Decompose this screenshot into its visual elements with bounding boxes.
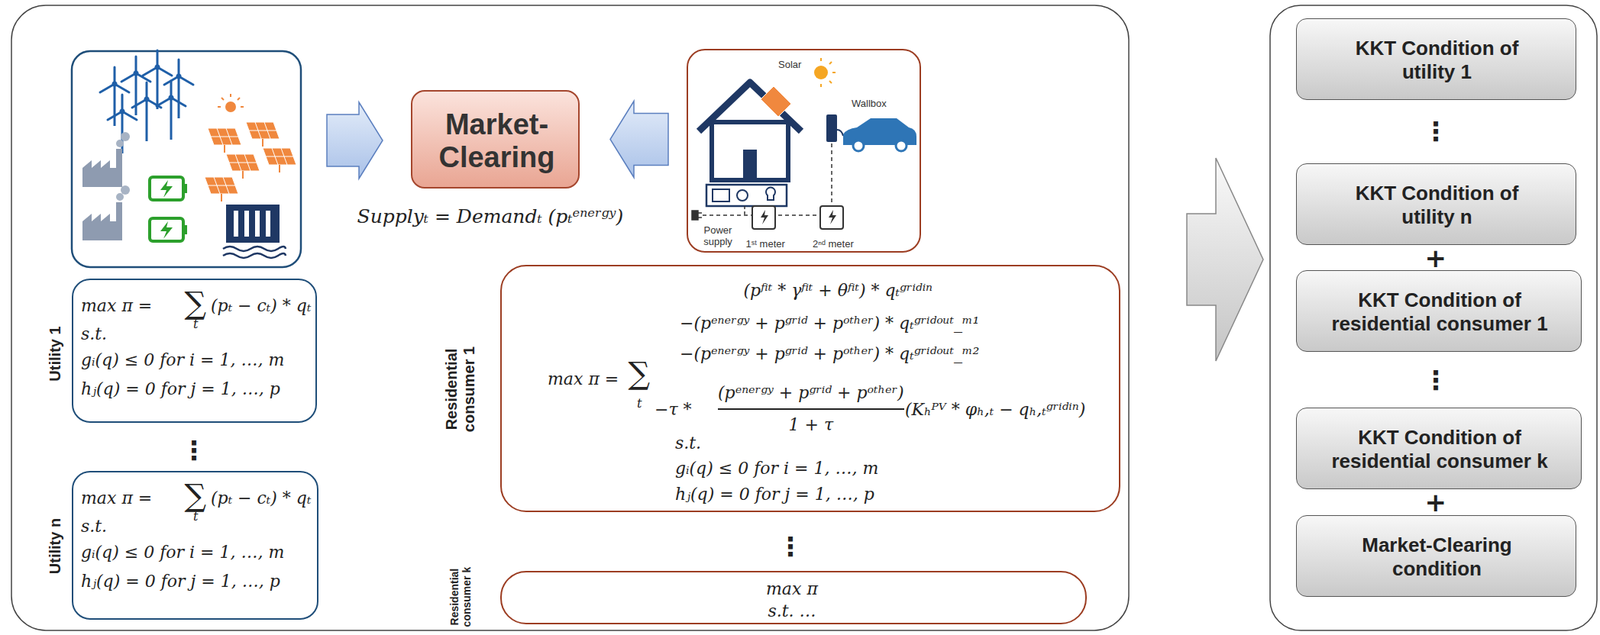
fraction-bar bbox=[717, 408, 905, 411]
house-illustration bbox=[691, 58, 917, 230]
box-title: KKT Condition of utility n bbox=[1338, 181, 1537, 229]
ellipsis: ⋮ bbox=[1422, 118, 1449, 145]
plus-sign: + bbox=[1425, 245, 1448, 272]
formula: s.t. bbox=[675, 433, 702, 453]
formula: (pᶠⁱᵗ * γᶠⁱᵗ + θᶠⁱᵗ) * qₜᵍʳⁱᵈⁱⁿ bbox=[743, 281, 933, 301]
formula: hⱼ(q) = 0 for j = 1, …, p bbox=[80, 379, 281, 399]
icon-label: 1ˢᵗ meter bbox=[746, 239, 786, 251]
formula: (Kₕᴾⱽ * φₕ,ₜ − qₕ,ₜᵍʳⁱᵈⁱⁿ) bbox=[905, 400, 1086, 420]
formula: s.t. bbox=[80, 517, 107, 537]
utility-box: Utility nmax π =∑t(pₜ − cₜ) * qₜs.t.gᵢ(q… bbox=[71, 471, 319, 621]
sum-sign: ∑ bbox=[184, 287, 207, 319]
formula: max π = bbox=[80, 296, 152, 316]
fraction-denominator: 1 + τ bbox=[788, 415, 834, 435]
kkt-box: KKT Condition of utility n bbox=[1296, 163, 1577, 246]
box-title: Market-Clearing bbox=[424, 108, 570, 174]
fraction-numerator: (pᵉⁿᵉʳᵍʸ + pᵍʳⁱᵈ + pᵒᵗʰᵉʳ) bbox=[717, 383, 905, 403]
formula: gᵢ(q) ≤ 0 for i = 1, …, m bbox=[80, 543, 285, 563]
ellipsis: ⋮ bbox=[777, 533, 804, 560]
formula: −τ * bbox=[654, 400, 692, 420]
sum-index: t bbox=[636, 397, 642, 411]
plus-sign: + bbox=[1425, 489, 1448, 516]
formula: gᵢ(q) ≤ 0 for i = 1, …, m bbox=[80, 350, 285, 370]
block-arrow bbox=[610, 101, 669, 178]
formula: hⱼ(q) = 0 for j = 1, …, p bbox=[80, 572, 281, 592]
utility-box: Utility 1max π =∑t(pₜ − cₜ) * qₜs.t.gᵢ(q… bbox=[71, 278, 317, 424]
side-label: Utility n bbox=[46, 484, 65, 608]
sum-sign: ∑ bbox=[628, 358, 651, 389]
kkt-box: KKT Condition of utility 1 bbox=[1296, 18, 1577, 101]
block-arrow bbox=[326, 102, 383, 179]
sum-sign: ∑ bbox=[184, 480, 207, 511]
equation-label: Supplyₜ = Demandₜ (pₜᵉⁿᵉʳᵍʸ) bbox=[357, 206, 624, 227]
formula: s.t. … bbox=[768, 601, 817, 621]
formula: hⱼ(q) = 0 for j = 1, …, p bbox=[675, 484, 875, 505]
box-title: KKT Condition of utility 1 bbox=[1338, 36, 1537, 84]
sum-index: t bbox=[193, 510, 198, 524]
icon-label: Solar bbox=[778, 59, 802, 72]
household-box: SolarWallboxPower supply 1ˢᵗ meter 2ⁿᵈ met… bbox=[686, 48, 922, 253]
formula: −(pᵉⁿᵉʳᵍʸ + pᵍʳⁱᵈ + pᵒᵗʰᵉʳ) * qₜᵍʳⁱᵈᵒᵘᵗ_… bbox=[679, 344, 980, 364]
box-title: Market-Clearing condition bbox=[1338, 533, 1537, 581]
box-title: KKT Condition of residential consumer k bbox=[1305, 426, 1574, 473]
consumer-box: Residential consumer 1max π =∑t(pᶠⁱᵗ * γ… bbox=[500, 265, 1121, 513]
formula: max π bbox=[766, 579, 818, 599]
big-arrow bbox=[1186, 158, 1264, 362]
formula: s.t. bbox=[80, 324, 107, 344]
kkt-box: KKT Condition of residential consumer k bbox=[1296, 407, 1582, 490]
kkt-box: Market-Clearing condition bbox=[1296, 515, 1577, 598]
sum-index: t bbox=[193, 317, 198, 332]
formula: (pₜ − cₜ) * qₜ bbox=[210, 488, 311, 508]
icon-label: Wallbox bbox=[851, 98, 887, 110]
ellipsis: ⋮ bbox=[181, 437, 207, 464]
icon-label: Power supply bbox=[694, 225, 742, 249]
side-label: Residential consumer 1 bbox=[442, 328, 479, 451]
generation-illustration bbox=[71, 50, 301, 268]
formula: max π = bbox=[547, 369, 619, 389]
kkt-panel bbox=[1270, 5, 1597, 631]
kkt-box: KKT Condition of residential consumer 1 bbox=[1296, 270, 1582, 353]
side-label: Residential consumer k bbox=[448, 554, 473, 635]
formula: −(pᵉⁿᵉʳᵍʸ + pᵍʳⁱᵈ + pᵒᵗʰᵉʳ) * qₜᵍʳⁱᵈᵒᵘᵗ_… bbox=[679, 313, 980, 333]
consumer-box: Residential consumer kmax πs.t. … bbox=[500, 571, 1087, 625]
ellipsis: ⋮ bbox=[1422, 367, 1449, 394]
icon-label: 2ⁿᵈ meter bbox=[812, 239, 854, 251]
formula: (pₜ − cₜ) * qₜ bbox=[210, 296, 311, 316]
box-title: KKT Condition of residential consumer 1 bbox=[1305, 288, 1574, 336]
formula: gᵢ(q) ≤ 0 for i = 1, …, m bbox=[675, 458, 879, 479]
side-label: Utility 1 bbox=[46, 292, 65, 415]
model-panel bbox=[11, 5, 1129, 631]
formula: max π = bbox=[80, 488, 152, 508]
market-clearing-box: Market-Clearing bbox=[410, 90, 580, 189]
